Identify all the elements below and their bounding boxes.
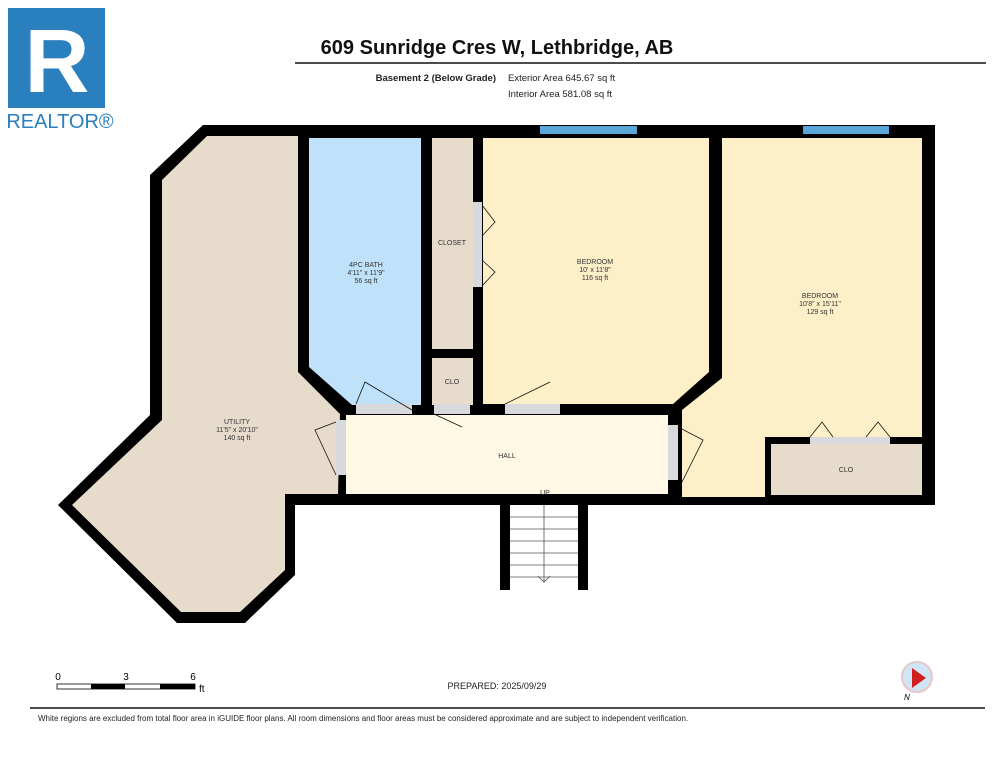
room-hall [346,415,668,494]
clo-bedroom-label: CLO [839,467,854,474]
svg-text:116 sq ft: 116 sq ft [582,275,608,282]
svg-text:56 sq ft: 56 sq ft [355,278,378,285]
interior-area: Interior Area 581.08 sq ft [508,89,612,100]
svg-text:N: N [904,693,910,702]
svg-text:ft: ft [199,684,205,695]
door-openings [336,202,890,480]
window [540,126,637,134]
compass-icon: N [901,661,933,702]
svg-text:BEDROOM: BEDROOM [577,259,613,266]
door-swings [314,204,891,491]
svg-text:4PC BATH: 4PC BATH [349,262,383,269]
svg-text:UTILITY: UTILITY [224,419,250,426]
svg-text:4'11" x 11'9": 4'11" x 11'9" [347,270,385,277]
bedroom-1-label: BEDROOM 10' x 11'8" 116 sq ft [577,259,613,282]
room-4pc-bath [309,138,421,405]
room-utility [72,136,340,612]
window [803,126,889,134]
svg-text:R: R [25,12,90,112]
room-closet [432,138,473,349]
svg-text:129 sq ft: 129 sq ft [807,309,834,316]
disclaimer: White regions are excluded from total fl… [38,714,688,723]
svg-text:BEDROOM: BEDROOM [802,293,838,300]
room-clo-small [432,358,473,405]
bedroom-2-label: BEDROOM 10'8" x 15'11" 129 sq ft [799,293,841,316]
room-bedroom-1 [483,138,709,404]
closet-label: CLOSET [438,240,467,247]
room-clo-bedroom [771,444,922,495]
prepared-date: PREPARED: 2025/09/29 [448,681,547,691]
svg-text:0: 0 [55,672,61,683]
svg-text:6: 6 [190,672,196,683]
page-title: 609 Sunridge Cres W, Lethbridge, AB [321,37,674,59]
scale-bar: 0 3 6 ft [55,672,205,695]
svg-text:11'5" x 20'10": 11'5" x 20'10" [216,427,258,434]
svg-text:3: 3 [123,672,129,683]
exterior-area: Exterior Area 645.67 sq ft [508,73,616,84]
room-bedroom-2 [682,138,922,497]
utility-label: UTILITY 11'5" x 20'10" 140 sq ft [216,419,258,442]
clo-label: CLO [445,379,460,386]
stairs [510,505,578,590]
svg-text:10'8" x 15'11": 10'8" x 15'11" [799,301,841,308]
bath-label: 4PC BATH 4'11" x 11'9" 56 sq ft [347,262,385,285]
realtor-logo: R REALTOR® [6,8,114,133]
level-label: Basement 2 (Below Grade) [376,73,496,84]
stairs-up-label: UP [540,490,550,497]
hall-label: HALL [498,453,516,460]
svg-text:140 sq ft: 140 sq ft [224,435,251,442]
svg-text:10' x 11'8": 10' x 11'8" [579,267,611,274]
svg-text:REALTOR®: REALTOR® [6,111,114,133]
